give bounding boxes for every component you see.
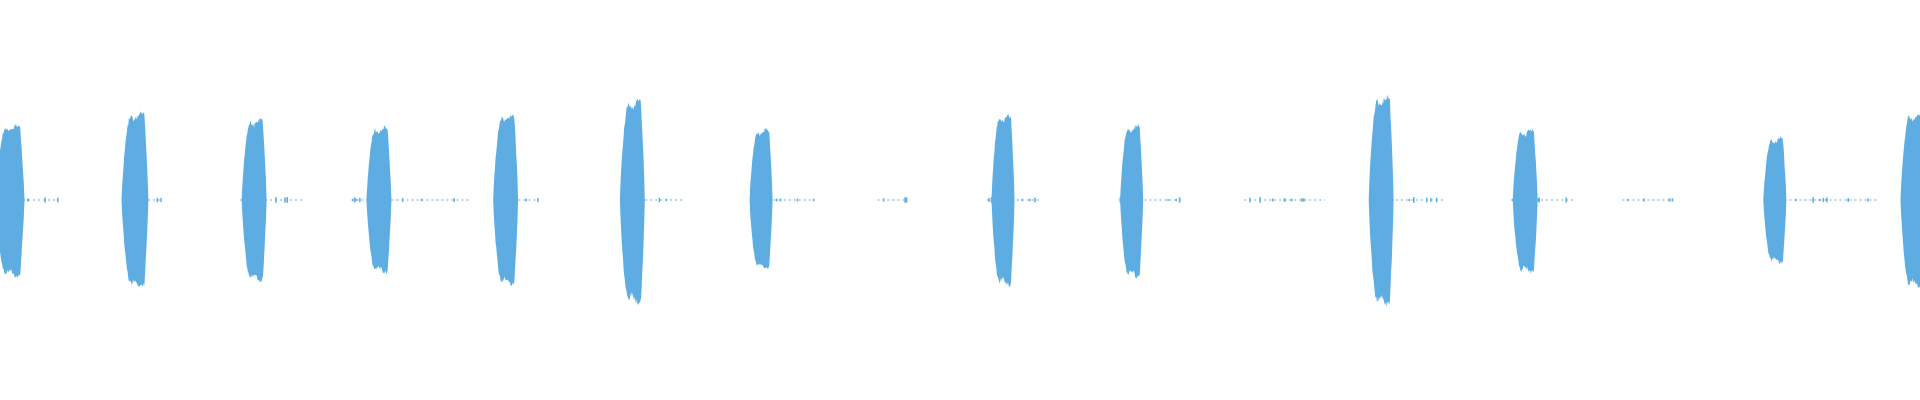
waveform-burst-2 bbox=[121, 111, 149, 287]
waveform-burst-1 bbox=[0, 123, 25, 278]
waveform-burst-13 bbox=[1900, 114, 1920, 289]
waveform-burst-11 bbox=[1512, 128, 1538, 274]
waveform-burst-7 bbox=[749, 127, 773, 270]
waveform-burst-3 bbox=[241, 117, 267, 283]
waveform-burst-10 bbox=[1368, 94, 1394, 308]
waveform-noise-3 bbox=[240, 197, 304, 203]
waveform-noise-13 bbox=[1511, 197, 1575, 203]
waveform-noise-4 bbox=[351, 197, 469, 203]
waveform-burst-12 bbox=[1763, 136, 1787, 265]
waveform-noise-10 bbox=[1119, 197, 1181, 203]
waveform-noise-14 bbox=[1622, 198, 1674, 202]
waveform-burst-5 bbox=[493, 114, 519, 286]
waveform-noise-15 bbox=[1789, 197, 1878, 203]
waveform-noise-9 bbox=[986, 197, 1039, 203]
waveform-noise-7 bbox=[773, 198, 815, 202]
waveform-noise-5 bbox=[518, 198, 539, 203]
waveform-noise-11 bbox=[1244, 197, 1325, 203]
waveform-noise-12 bbox=[1395, 197, 1444, 203]
waveform-noise-8 bbox=[877, 197, 908, 203]
noise-layer bbox=[23, 197, 1878, 203]
waveform-noise-6 bbox=[620, 197, 684, 203]
waveform-noise-1 bbox=[23, 197, 59, 203]
waveform-burst-6 bbox=[619, 98, 645, 306]
waveform-burst-4 bbox=[366, 125, 392, 275]
waveform-noise-2 bbox=[147, 197, 162, 203]
